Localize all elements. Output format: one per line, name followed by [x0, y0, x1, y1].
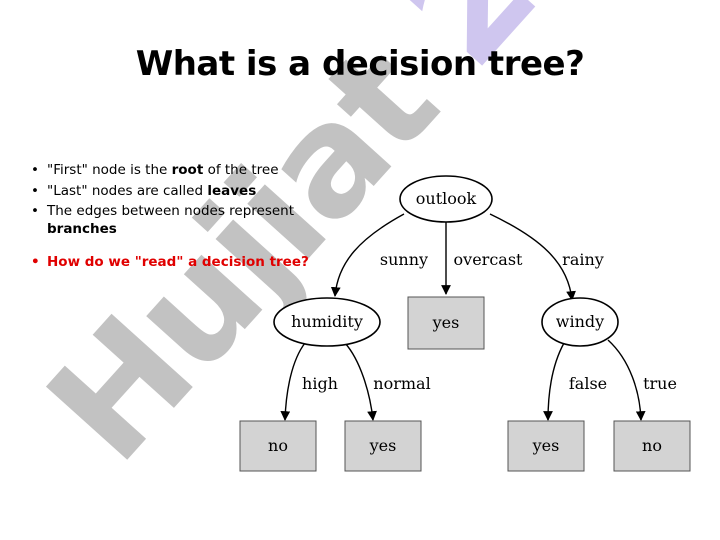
branch-label-rainy: rainy: [562, 250, 604, 269]
branch-label-sunny: sunny: [380, 250, 428, 269]
bullet-text: "Last" nodes are called: [47, 182, 208, 199]
bullet-bold: leaves: [207, 182, 257, 199]
bullet-leaves: "Last" nodes are called leaves: [30, 183, 330, 201]
leaf-overcast-yes: [407, 296, 485, 350]
edge-rainy: [489, 213, 576, 301]
bullet-text: The edges between nodes represent: [47, 203, 295, 220]
branch-label-normal: normal: [373, 374, 430, 393]
leaf-high-no: [239, 420, 317, 472]
leaf-overcast-yes-label: yes: [432, 313, 460, 332]
bullet-bold: branches: [47, 220, 117, 237]
branch-label-false: false: [569, 374, 607, 393]
slide-title: What is a decision tree?: [135, 44, 585, 84]
bullet-bold: root: [171, 162, 204, 178]
leaf-normal-yes: [344, 420, 422, 472]
leaf-high-no-label: no: [268, 436, 288, 455]
bullet-question: How do we "read" a decision tree?: [30, 254, 330, 272]
edge-normal: [344, 342, 377, 421]
windy-node: [541, 297, 619, 347]
edge-true: [607, 339, 646, 421]
root-node: [399, 175, 493, 223]
edge-false: [543, 342, 565, 421]
branch-label-high: high: [302, 374, 338, 393]
branch-label-true: true: [643, 374, 677, 393]
leaf-true-no: [613, 420, 691, 472]
leaf-false-yes: [507, 420, 585, 472]
humidity-node-label: humidity: [291, 312, 363, 331]
bullet-text: of the tree: [203, 162, 279, 178]
root-node-label: outlook: [416, 189, 477, 208]
edge-high: [280, 342, 306, 421]
humidity-node: [273, 297, 381, 347]
bullet-branches: The edges between nodes represent branch…: [30, 203, 330, 238]
bullet-list: "First" node is the root of the tree "La…: [30, 162, 330, 275]
leaf-true-no-label: no: [642, 436, 662, 455]
leaf-normal-yes-label: yes: [369, 436, 397, 455]
branch-label-overcast: overcast: [454, 250, 524, 269]
bullet-text: "First" node is the: [47, 162, 172, 178]
edge-sunny: [330, 213, 405, 297]
leaf-false-yes-label: yes: [532, 436, 560, 455]
windy-node-label: windy: [556, 312, 604, 331]
bullet-root: "First" node is the root of the tree: [30, 162, 330, 180]
